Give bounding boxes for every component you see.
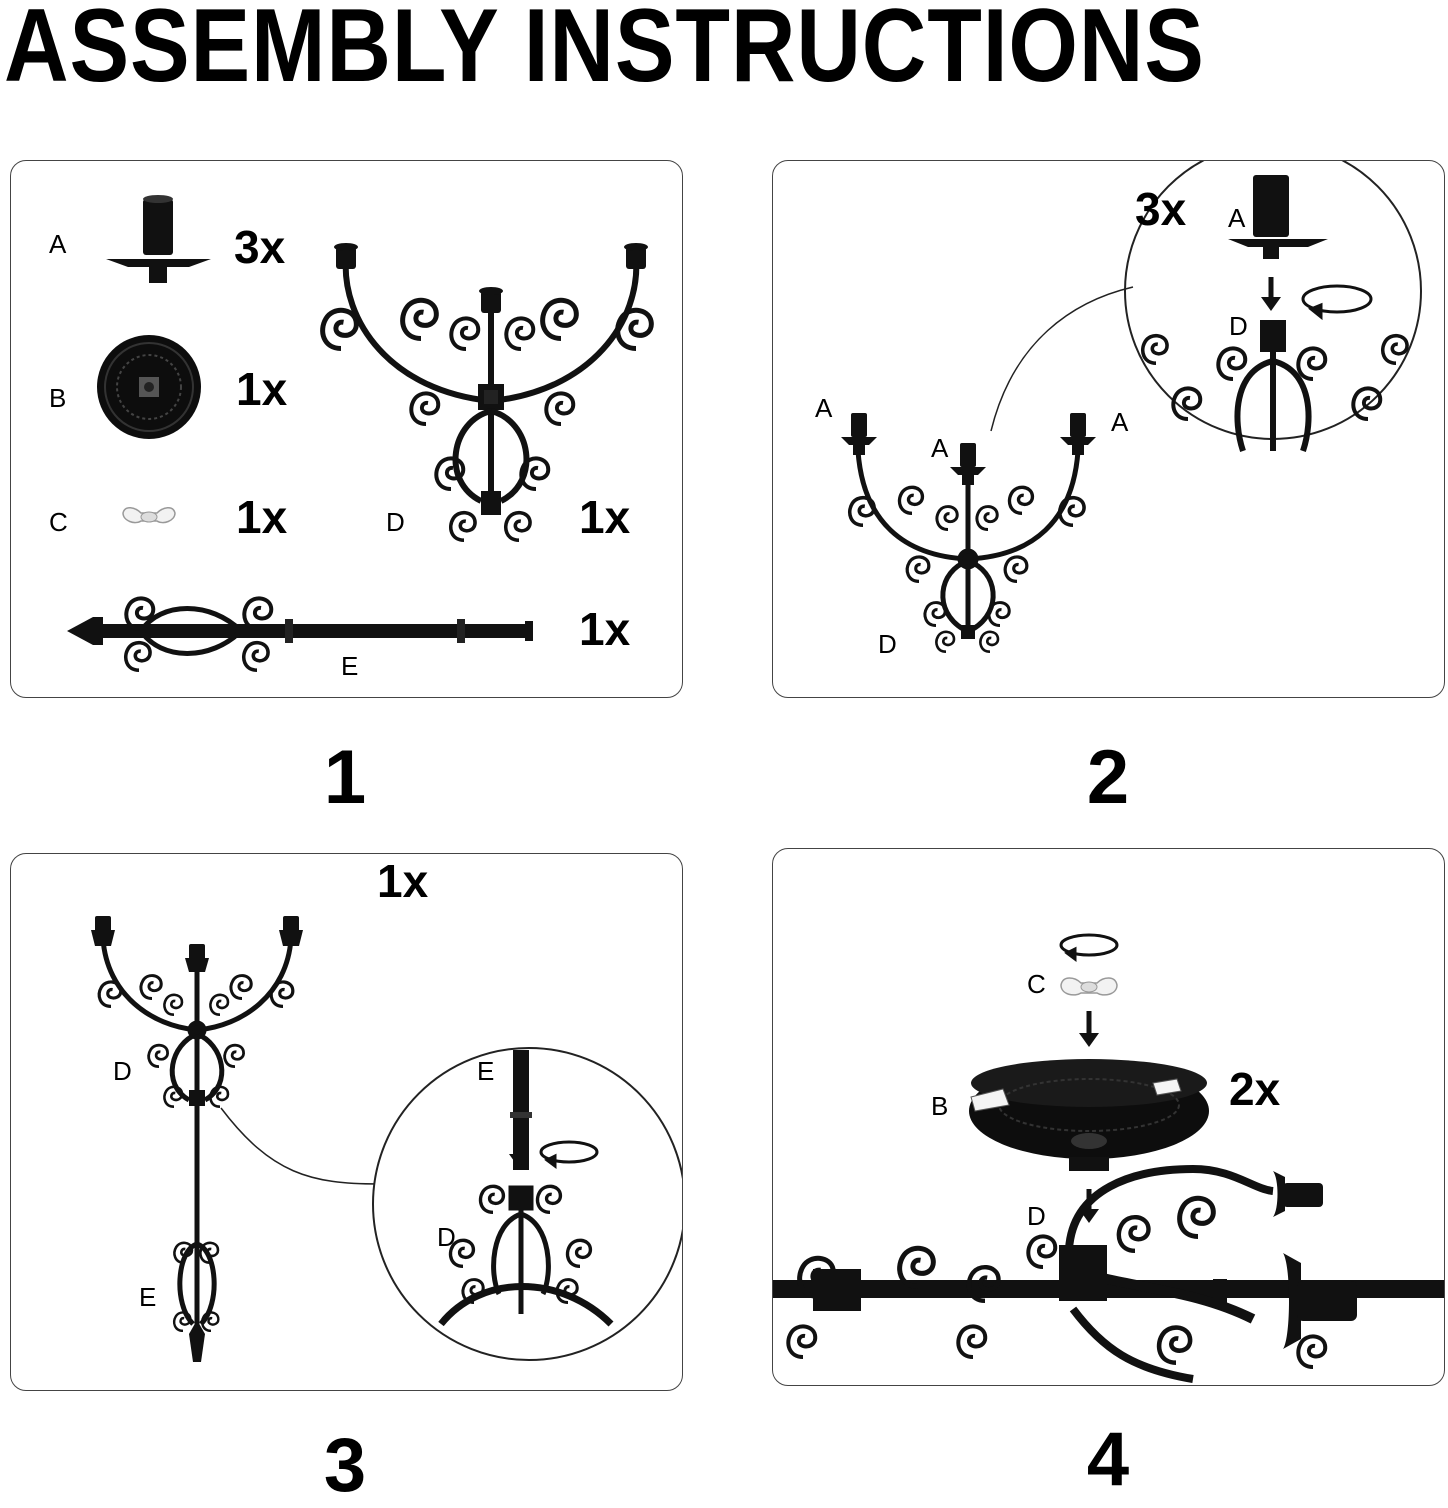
- arrow-down-icon: [1079, 1011, 1099, 1047]
- rotate-icon: [1059, 933, 1119, 962]
- part-letter: D: [386, 507, 405, 537]
- arrow-down-icon: [509, 1132, 529, 1168]
- part-qty: 1x: [236, 491, 288, 543]
- part-a-icon: [106, 195, 211, 283]
- candelabra-d-icon: [773, 1164, 1444, 1383]
- rotate-icon: [539, 1140, 599, 1169]
- part-letter: B: [931, 1091, 948, 1121]
- stem-joint: [813, 1245, 1227, 1311]
- part-qty: 1x: [236, 363, 288, 415]
- candelabra-joint-detail: [438, 1186, 614, 1327]
- step-number: 4: [1086, 1417, 1130, 1502]
- part-letter: D: [437, 1222, 456, 1252]
- candelabra-top-detail: [1143, 320, 1407, 452]
- quantity-label: 3x: [1135, 183, 1187, 235]
- wing-nut-icon: [1060, 977, 1118, 996]
- parts-illustration: A 3x B 1x C 1x D 1x E 1x: [49, 195, 682, 681]
- part-letter: D: [878, 629, 897, 659]
- part-letter: C: [49, 507, 68, 537]
- part-b-icon: [97, 335, 201, 439]
- part-letter: E: [341, 651, 358, 681]
- candle-cups-on-d: [841, 413, 1096, 485]
- part-letter: D: [1229, 311, 1248, 341]
- step-4-panel: C 2x B D: [772, 848, 1445, 1386]
- part-letter: A: [815, 393, 833, 423]
- part-letter: A: [1228, 203, 1246, 233]
- part-letter: A: [931, 433, 949, 463]
- part-qty: 3x: [234, 221, 286, 273]
- part-letter: A: [49, 229, 67, 259]
- part-qty: 1x: [579, 491, 631, 543]
- step-number: 1: [323, 735, 367, 820]
- part-letter: E: [139, 1282, 156, 1312]
- part-letter: E: [477, 1056, 494, 1086]
- part-letter: D: [113, 1056, 132, 1086]
- part-letter: D: [1027, 1201, 1046, 1231]
- part-e-icon: [67, 596, 533, 672]
- step-3-illustration: 1x E D D E: [91, 855, 682, 1362]
- stem-finial: [189, 1320, 205, 1362]
- step-2-panel: 3x A D A A A D: [772, 160, 1445, 698]
- part-d-icon: [323, 256, 652, 540]
- part-letter: C: [1027, 969, 1046, 999]
- candelabra-full-icon: [97, 938, 295, 1334]
- part-c-icon: [122, 507, 176, 524]
- page-title: ASSEMBLY INSTRUCTIONS: [4, 0, 1205, 104]
- step-1-panel: A 3x B 1x C 1x D 1x E 1x: [10, 160, 683, 698]
- part-letter: B: [49, 383, 66, 413]
- quantity-label: 2x: [1229, 1063, 1281, 1115]
- candle-cups-on-d: [1273, 1171, 1357, 1349]
- step-4-illustration: C 2x B D: [773, 933, 1444, 1383]
- candelabra-d-icon: [850, 450, 1084, 653]
- candle-cup-detail-icon: [1228, 175, 1328, 259]
- part-qty: 1x: [579, 603, 631, 655]
- candle-cups-on-d: [334, 243, 648, 313]
- step-number: 3: [323, 1423, 367, 1508]
- rotate-icon: [1301, 284, 1373, 321]
- quantity-label: 1x: [377, 855, 429, 907]
- base-disc-icon: [969, 1059, 1209, 1171]
- step-2-illustration: 3x A D A A A D: [815, 161, 1422, 659]
- step-3-panel: 1x E D D E: [10, 853, 683, 1391]
- step-number: 2: [1086, 735, 1130, 820]
- candle-cups-on-d: [91, 916, 303, 972]
- part-letter: A: [1111, 407, 1129, 437]
- arrow-down-icon: [1261, 277, 1281, 311]
